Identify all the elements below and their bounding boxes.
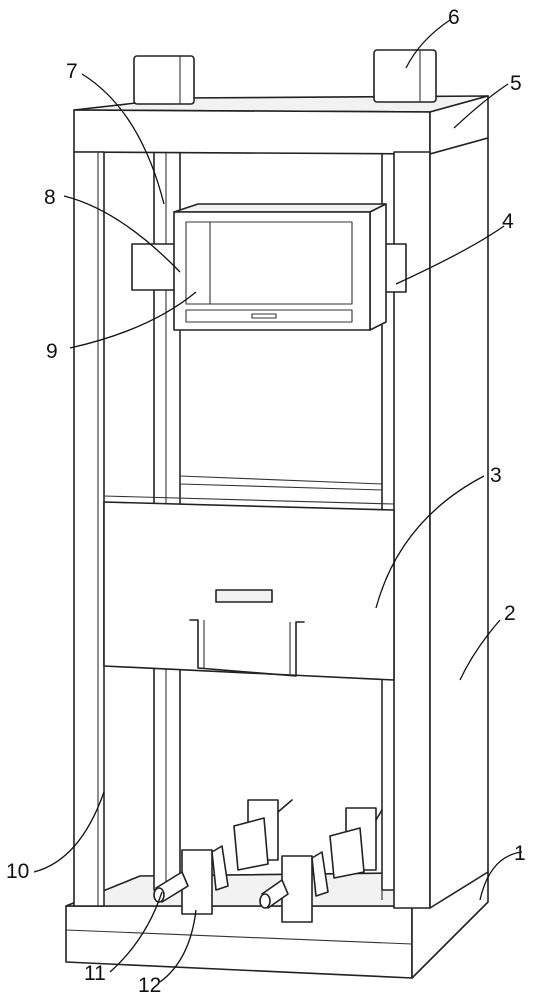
right-column [393, 137, 489, 909]
callout-6: 6 [448, 6, 460, 29]
leader-4 [395, 225, 505, 285]
callout-8: 8 [44, 186, 56, 209]
callout-3: 3 [490, 464, 502, 487]
leader-6 [405, 19, 451, 69]
leader-2 [459, 619, 501, 681]
callout-9: 9 [46, 340, 58, 363]
leader-5 [453, 83, 509, 129]
callout-12: 12 [138, 974, 161, 997]
leader-7 [81, 73, 165, 205]
top-blocks [133, 49, 437, 105]
callout-5: 5 [510, 72, 522, 95]
leader-12 [159, 909, 197, 983]
callout-4: 4 [502, 210, 514, 233]
callout-10: 10 [6, 860, 29, 883]
callout-1: 1 [514, 842, 526, 865]
leader-10 [33, 791, 105, 873]
leader-1 [479, 851, 523, 901]
callout-2: 2 [504, 602, 516, 625]
display-box [173, 203, 387, 331]
lower-guides [103, 666, 383, 906]
left-column [73, 151, 105, 907]
callout-11: 11 [84, 962, 106, 985]
leader-3 [375, 475, 485, 609]
leader-lines [33, 19, 523, 983]
leader-8 [63, 195, 181, 273]
back-panel [179, 330, 383, 491]
clamp-assemblies [153, 799, 383, 923]
callout-7: 7 [66, 60, 78, 83]
sliding-board [103, 495, 395, 681]
callout-labels: 1 2 3 4 5 6 7 8 9 10 11 12 [6, 6, 526, 997]
leader-11 [109, 891, 163, 973]
leader-9 [69, 291, 197, 349]
